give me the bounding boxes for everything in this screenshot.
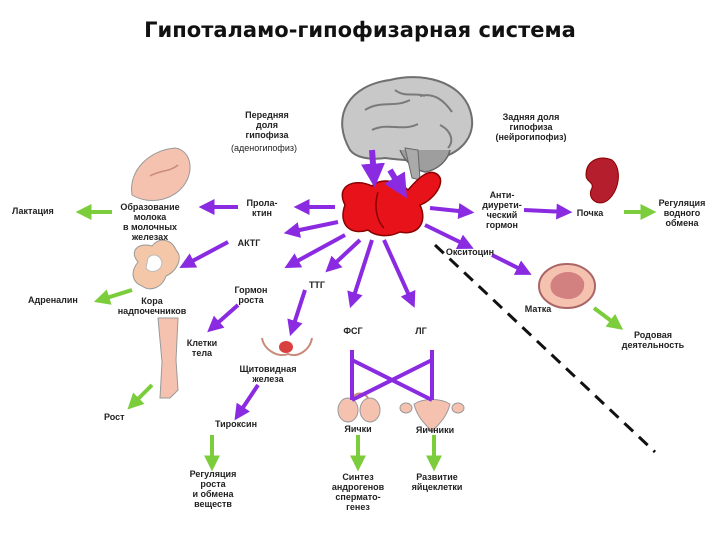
label-kidney: Почка	[576, 208, 604, 218]
label-labor: Родовая деятельность	[621, 330, 685, 350]
label-uterus: Матка	[524, 304, 552, 314]
label-thyroid: Щитовидная железа	[239, 364, 297, 384]
arrow-oxytocin-to-uterus	[491, 253, 532, 275]
arrow-to-labor	[592, 306, 624, 330]
label-lh: ЛГ	[415, 326, 427, 336]
testes-icon	[337, 392, 381, 423]
label-ovaries: Яичники	[415, 425, 455, 435]
adrenal-gland-icon	[132, 239, 180, 290]
breast-icon	[131, 147, 191, 202]
ovaries-icon	[399, 399, 465, 433]
label-egg-development: Развитие яйцеклетки	[411, 472, 463, 492]
arrow-fsh	[347, 239, 374, 309]
label-adenohypophysis: (аденогипофиз)	[231, 143, 297, 153]
page-title: Гипоталамо-гипофизарная система	[144, 18, 576, 42]
label-adrenal-cortex: Кора надпочечников	[117, 296, 187, 316]
label-adh: Анти- диурети- ческий гормон	[482, 190, 522, 230]
label-lactation: Лактация	[12, 206, 54, 216]
uterus-fetus-icon	[538, 263, 596, 309]
arrow-fsh-lh-split	[350, 350, 434, 402]
arrow-acth	[283, 220, 339, 238]
label-testes: Яички	[344, 424, 372, 434]
arrow-adh	[429, 203, 475, 219]
label-milk-formation: Образование молока в молочных железах	[120, 202, 180, 242]
arrow-acth-to-adrenal	[179, 240, 229, 269]
arrow-tsh-to-thyroid	[287, 289, 307, 337]
label-thyroxine: Тироксин	[214, 419, 258, 429]
label-growth-regulation: Регуляция роста и обмена веществ	[189, 469, 237, 509]
arrow-thyroxine	[234, 383, 260, 421]
label-oxytocin: Окситоцин	[445, 247, 495, 257]
brain-icon	[341, 76, 473, 181]
label-tsh: ТТГ	[308, 280, 326, 290]
arrow-to-adrenaline	[93, 288, 133, 305]
label-fsh: ФСГ	[343, 326, 363, 336]
label-growth: Рост	[104, 412, 125, 422]
thyroid-icon	[261, 337, 313, 356]
arrow-tsh	[325, 238, 362, 273]
effect-arrows	[75, 204, 657, 472]
arrow-adh-to-kidney	[523, 203, 573, 220]
arrow-oxytocin	[424, 223, 474, 249]
leg-icon	[157, 317, 179, 399]
dashed-divider	[433, 243, 657, 454]
hormone-arrows	[179, 199, 573, 421]
kidney-icon	[585, 157, 619, 204]
label-anterior-pituitary: Передняя доля гипофиза	[245, 110, 289, 140]
label-growth-hormone: Гормон роста	[234, 285, 268, 305]
label-acth: АКТГ	[237, 238, 261, 248]
arrow-to-growth	[127, 383, 154, 410]
label-adrenaline: Адреналин	[28, 295, 78, 305]
label-posterior-pituitary: Задняя доля гипофиза (нейрогипофиз)	[495, 112, 567, 142]
pituitary-gland-icon	[341, 149, 442, 237]
label-water-regulation: Регуляция водного обмена	[658, 198, 706, 228]
label-body-cells: Клетки тела	[186, 338, 218, 358]
label-prolactin: Прола- ктин	[246, 198, 278, 218]
label-androgen-synthesis: Синтез андрогенов спермато- генез	[331, 472, 385, 512]
arrow-gh	[284, 233, 346, 269]
arrow-lh	[382, 239, 416, 308]
arrow-gh-to-cells	[207, 303, 240, 333]
